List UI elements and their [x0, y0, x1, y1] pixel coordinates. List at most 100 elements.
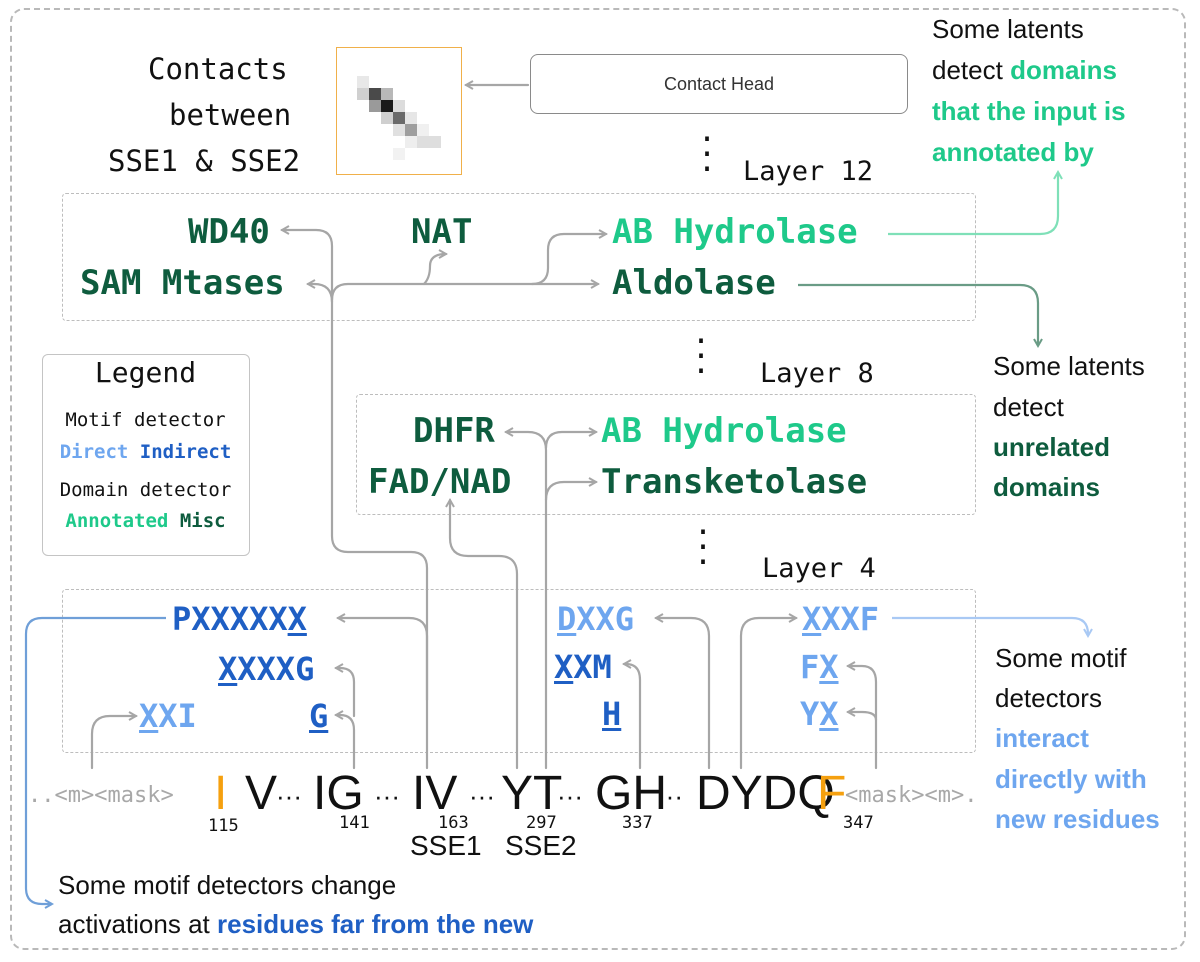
seq-dots-5: ···: [657, 781, 683, 811]
motif-xxxf-plain: XXF: [821, 600, 880, 638]
contacts-caption-line3: SSE1 & SSE2: [108, 144, 301, 178]
arrow-to-xxxxg: [336, 668, 356, 718]
note-top-line2: detect domains: [932, 57, 1117, 83]
motif-dxxg-underlined: D: [557, 600, 577, 638]
note-bottom-line2-b: residues far from the new: [216, 909, 534, 939]
arrow-to-g: [336, 715, 356, 770]
arrow-yt-l8: [506, 432, 548, 770]
residue-yt: YT: [501, 767, 563, 820]
contact-map-heatmap: [336, 47, 462, 175]
residue-f347: F: [817, 767, 847, 820]
motif-xxxxg-plain: XXXG: [237, 650, 315, 688]
residue-iv: IV: [412, 767, 458, 820]
aldolase-label: Aldolase: [612, 263, 776, 303]
legend-title: Legend: [94, 356, 197, 389]
legend-domain-row: Annotated Misc: [43, 512, 248, 531]
arrow-to-pxxxxxx: [338, 618, 429, 702]
legend-domain-heading: Domain detector: [59, 479, 232, 501]
motif-fx: FX: [800, 651, 839, 683]
note-bottom-line1: Some motif detectors change: [58, 870, 397, 900]
note-top-line4: annotated by: [932, 137, 1094, 167]
pos-337: 337: [622, 813, 653, 833]
residue-v: V: [245, 767, 278, 820]
layer8-label: Layer 8: [760, 358, 874, 389]
arrow-to-xxxf: [739, 618, 796, 770]
motif-g: G: [309, 700, 328, 732]
arrow-to-sam: [308, 284, 334, 304]
pos-163: 163: [438, 813, 469, 833]
motif-h: H: [602, 698, 621, 730]
arrow-to-fx: [848, 666, 878, 770]
layer12-label: Layer 12: [743, 156, 874, 187]
fad-nad-label: FAD/NAD: [368, 462, 512, 502]
motif-xxm: XXM: [554, 651, 612, 683]
note-top-line2-a: detect: [932, 55, 1011, 85]
legend-annotated: Annotated: [65, 510, 169, 532]
motif-pxxxxxx-underlined: X: [287, 600, 307, 638]
motif-xxxf: XXXF: [802, 603, 879, 635]
layer12-box: [62, 193, 976, 321]
seq-prefix: ..<m><mask>: [28, 783, 174, 808]
motif-yx: YX: [800, 698, 839, 730]
residue-dydq: DYDQ: [696, 767, 835, 820]
contact-head-label: Contact Head: [663, 73, 775, 94]
ab-hydrolase-l8-label: AB Hydrolase: [601, 411, 847, 451]
note-bottom-line2: activations at residues far from the new: [58, 911, 533, 937]
motif-g-underlined: G: [309, 697, 329, 735]
legend-box: Legend Motif detector Direct Indirect Do…: [42, 354, 250, 556]
motif-fx-plain: F: [800, 648, 820, 686]
sam-mtases-label: SAM Mtases: [80, 263, 285, 303]
motif-xxxf-underlined: X: [802, 600, 822, 638]
motif-xxi-plain: XI: [158, 697, 197, 735]
seq-dots-3: ···: [469, 781, 495, 811]
motif-xxxxg: XXXXG: [218, 653, 314, 685]
note-mid-line4: domains: [993, 472, 1100, 502]
note-motif-line3: interact: [995, 723, 1089, 753]
contact-head-box: Contact Head: [530, 54, 908, 114]
note-top-line2-b: domains: [1010, 55, 1117, 85]
arrow-to-xxi: [90, 716, 136, 770]
note-motif-line4: directly with: [995, 764, 1147, 794]
note-mid-line2: detect: [993, 392, 1064, 422]
residue-gh: GH: [595, 767, 667, 820]
seq-dots-4: ···: [557, 781, 583, 811]
motif-yx-plain: Y: [800, 695, 820, 733]
note-mid-line3: unrelated: [993, 432, 1111, 462]
contacts-caption-line2: between: [169, 98, 292, 132]
arrow-to-ab12: [530, 234, 606, 286]
layer4-label: Layer 4: [762, 553, 876, 584]
note-top-line3: that the input is: [932, 96, 1126, 126]
seq-dots-2: ···: [374, 781, 400, 811]
motif-xxm-plain: XM: [573, 648, 612, 686]
legend-motif-row: Direct Indirect: [43, 443, 248, 462]
motif-yx-underlined: X: [819, 695, 839, 733]
note-motif-line5: new residues: [995, 804, 1160, 834]
motif-xxm-underlined: X: [554, 648, 574, 686]
motif-xxxxg-underlined: X: [218, 650, 238, 688]
transketolase-label: Transketolase: [601, 462, 868, 502]
residue-ig: IG: [313, 767, 364, 820]
arrow-to-fad: [450, 500, 519, 770]
pos-347: 347: [843, 813, 874, 833]
seq-suffix: <mask><m>.: [845, 783, 978, 808]
arrow-yt-ab8: [544, 432, 596, 450]
arrow-yt-transket: [544, 482, 596, 502]
legend-direct: Direct: [59, 441, 129, 463]
motif-dxxg-plain: XXG: [576, 600, 635, 638]
arrow-branch-main: [330, 284, 598, 302]
motif-pxxxxxx: PXXXXXX: [172, 603, 307, 635]
note-motif-line1: Some motif: [995, 643, 1127, 673]
motif-xxi-underlined: X: [139, 697, 159, 735]
motif-xxi: XXI: [139, 700, 197, 732]
pos-115: 115: [208, 816, 239, 836]
legend-motif-heading: Motif detector: [65, 409, 226, 431]
ab-hydrolase-l12-label: AB Hydrolase: [612, 212, 858, 252]
sse1-label: SSE1: [410, 830, 482, 861]
nat-label: NAT: [411, 212, 473, 252]
contacts-caption-line1: Contacts: [148, 52, 288, 86]
legend-misc: Misc: [179, 510, 226, 532]
arrow-to-dxxg: [656, 618, 711, 770]
note-motif-line2: detectors: [995, 683, 1102, 713]
